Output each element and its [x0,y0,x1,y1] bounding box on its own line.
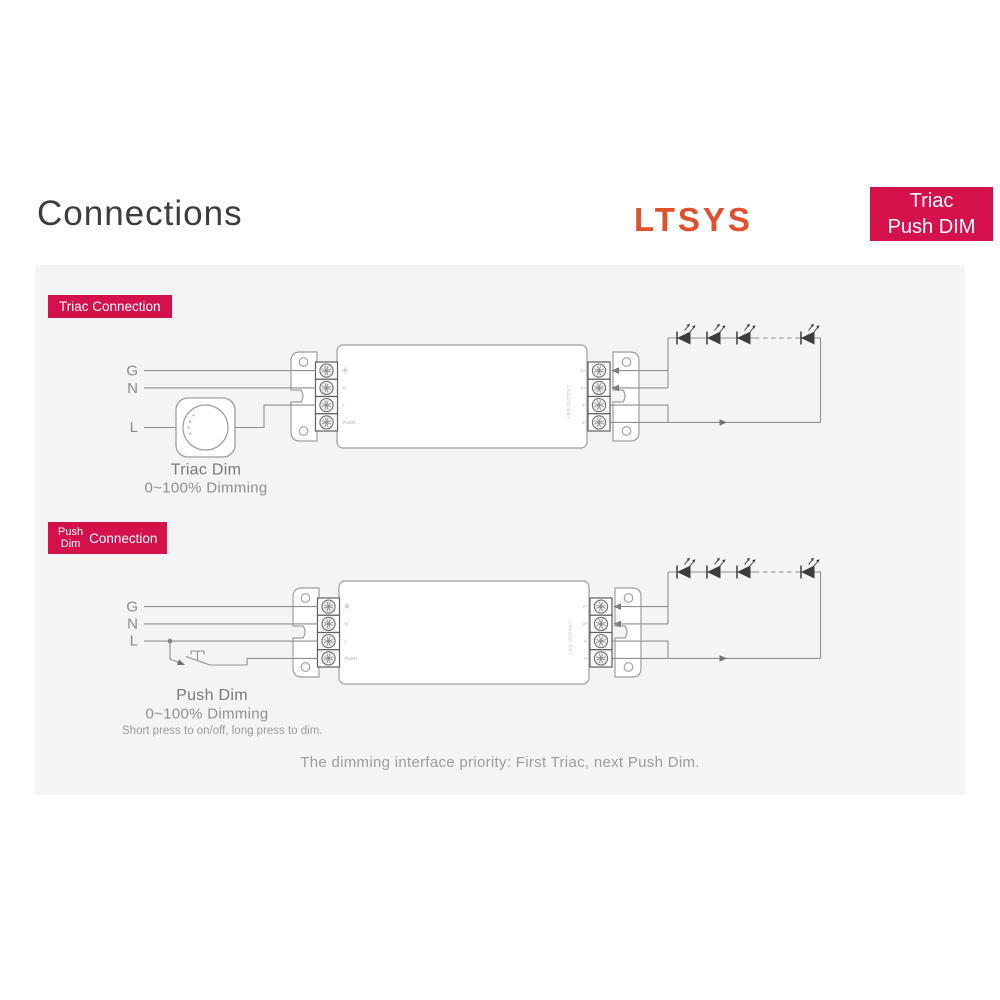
dim-label: Dim [60,538,81,550]
push-switch [167,638,318,666]
wire-led-right [795,571,822,659]
push-note: Short press to on/off, long press to dim… [122,725,323,737]
input-g-label: G [126,363,138,380]
wire-led-right [795,337,822,423]
wire-dimmer-to-driver [235,404,316,429]
switch-contact-arrow [176,659,185,665]
input-g-label: G [126,599,138,616]
dim-type-line1: Triac [909,190,954,212]
dim-type-line2: Push DIM [887,216,976,238]
brand-logo: LTSYS [634,201,753,238]
wire-switch-in [169,641,183,665]
switch-lever [185,655,211,666]
push-dim-connection-badge: Push Dim Connection [48,522,168,554]
input-n-label: N [127,616,138,633]
push-label: Push [58,526,84,538]
input-n-label: N [127,380,138,397]
triac-connection-diagram: G N L [126,322,822,497]
priority-caption: The dimming interface priority: First Tr… [300,754,699,771]
push-dim-label: Push Dim [176,687,248,704]
connection-label: Connection [89,530,158,546]
wire-vminus1 [612,640,669,659]
wire-switch-out [210,657,318,666]
led-string [612,556,822,662]
push-button-symbol [190,650,205,661]
led-string [610,322,822,426]
triac-dimmer-dial [175,397,236,458]
push-range-label: 0~100% Dimming [145,706,268,723]
triac-connection-badge: Triac Connection [48,295,172,318]
dim-type-badge: Triac Push DIM [870,187,993,241]
triac-dim-label: Triac Dim [171,462,242,479]
wire-vminus1 [610,404,669,423]
input-l-label: L [130,419,138,436]
page-title: Connections [37,194,243,233]
triac-range-label: 0~100% Dimming [144,480,267,497]
push-dim-connection-diagram: G N L [122,556,822,737]
input-l-label: L [130,633,138,650]
triac-connection-label: Triac Connection [59,299,161,314]
push-dim-badge-stack: Push Dim [58,526,83,550]
